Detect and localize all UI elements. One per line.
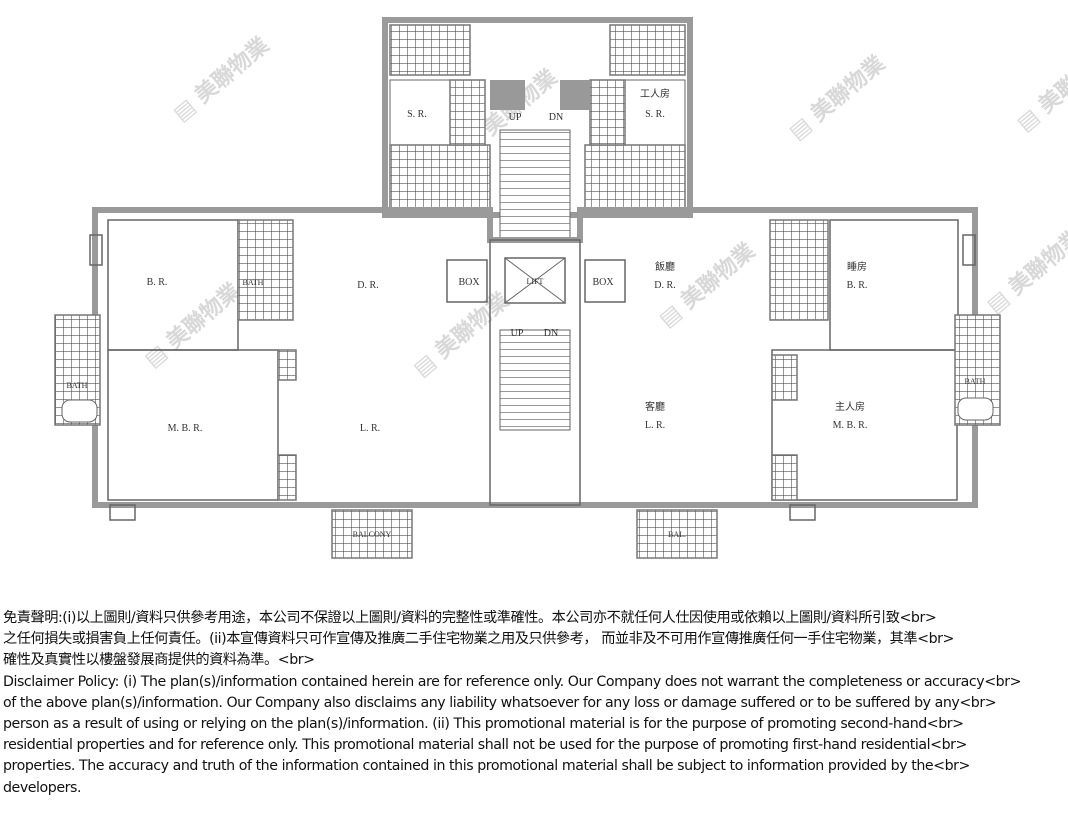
room-label: D. R. [654,280,675,291]
room-label: BOX [592,277,614,288]
watermark: ▤ 美聯物業 [408,287,515,382]
main-outline-wall [92,207,978,508]
disclaimer-zh-line: 免責聲明:(i)以上圖則/資料只供參考用途，本公司不保證以上圖則/資料的完整性或… [3,610,937,626]
room-label: 主人房 [835,400,865,413]
room-label: L. R. [360,423,380,434]
room-label: BALCONY [353,530,392,539]
room-label: UP [509,112,522,123]
room-label: B. R. [147,277,168,288]
disclaimer-en-line: of the above plan(s)/information. Our Co… [3,694,997,711]
room-label: BATH [243,278,264,287]
room-label: BOX [458,277,480,288]
room-label: UP [511,328,524,339]
disclaimer-en-line: developers. [3,779,81,796]
room-label: 工人房 [640,87,670,100]
room-label: S. R. [645,109,665,120]
watermark: ▤ 美聯物業 [1012,41,1068,136]
room-label: DN [549,112,563,123]
watermark: ▤ 美聯物業 [139,277,246,372]
disclaimer-zh-line: 確性及真實性以樓盤發展商提供的資料為準。<br> [3,652,315,669]
disclaimer: 免責聲明:(i)以上圖則/資料只供參考用途，本公司不保證以上圖則/資料的完整性或… [3,608,1067,799]
room-label: BAL. [668,530,686,539]
room-labels: S. R. 工人房 S. R. UP DN B. R. BATH D. R. B… [67,87,986,539]
room-label: 客廳 [645,400,665,413]
room-label: 飯廳 [655,260,675,273]
disclaimer-en-line: person as a result of using or relying o… [3,716,964,733]
disclaimer-en-line: residential properties and for reference… [3,737,967,754]
room-label: BATH [67,381,88,390]
watermark: ▤ 美聯物業 [168,31,275,126]
disclaimer-en-line: properties. The accuracy and truth of th… [3,758,970,775]
room-label: LIFT [527,277,544,286]
room-label: B. R. [847,280,868,291]
room-label: BATH [965,377,986,386]
room-label: DN [544,328,558,339]
disclaimer-en-line: Disclaimer Policy: (i) The plan(s)/infor… [3,673,1022,690]
balcony-right [636,509,718,559]
room-label: L. R. [645,420,665,431]
room-label: M. B. R. [833,420,868,431]
room-label: M. B. R. [168,423,203,434]
room-label: S. R. [407,109,427,120]
balcony-left [331,509,413,559]
room-label: D. R. [357,280,378,291]
disclaimer-zh-line: 之任何損失或損害負上任何責任。(ii)本宣傳資料只可作宣傳及推廣二手住宅物業之用… [3,631,954,648]
room-label: 睡房 [847,260,867,273]
watermark: ▤ 美聯物業 [784,50,891,145]
floor-plan: ▤ 美聯物業 ▤ 美聯物業 ▤ 美聯物業 ▤ 美聯物業 ▤ 美聯物業 ▤ 美聯物… [54,17,1068,559]
watermark: ▤ 美聯物業 [982,223,1068,318]
